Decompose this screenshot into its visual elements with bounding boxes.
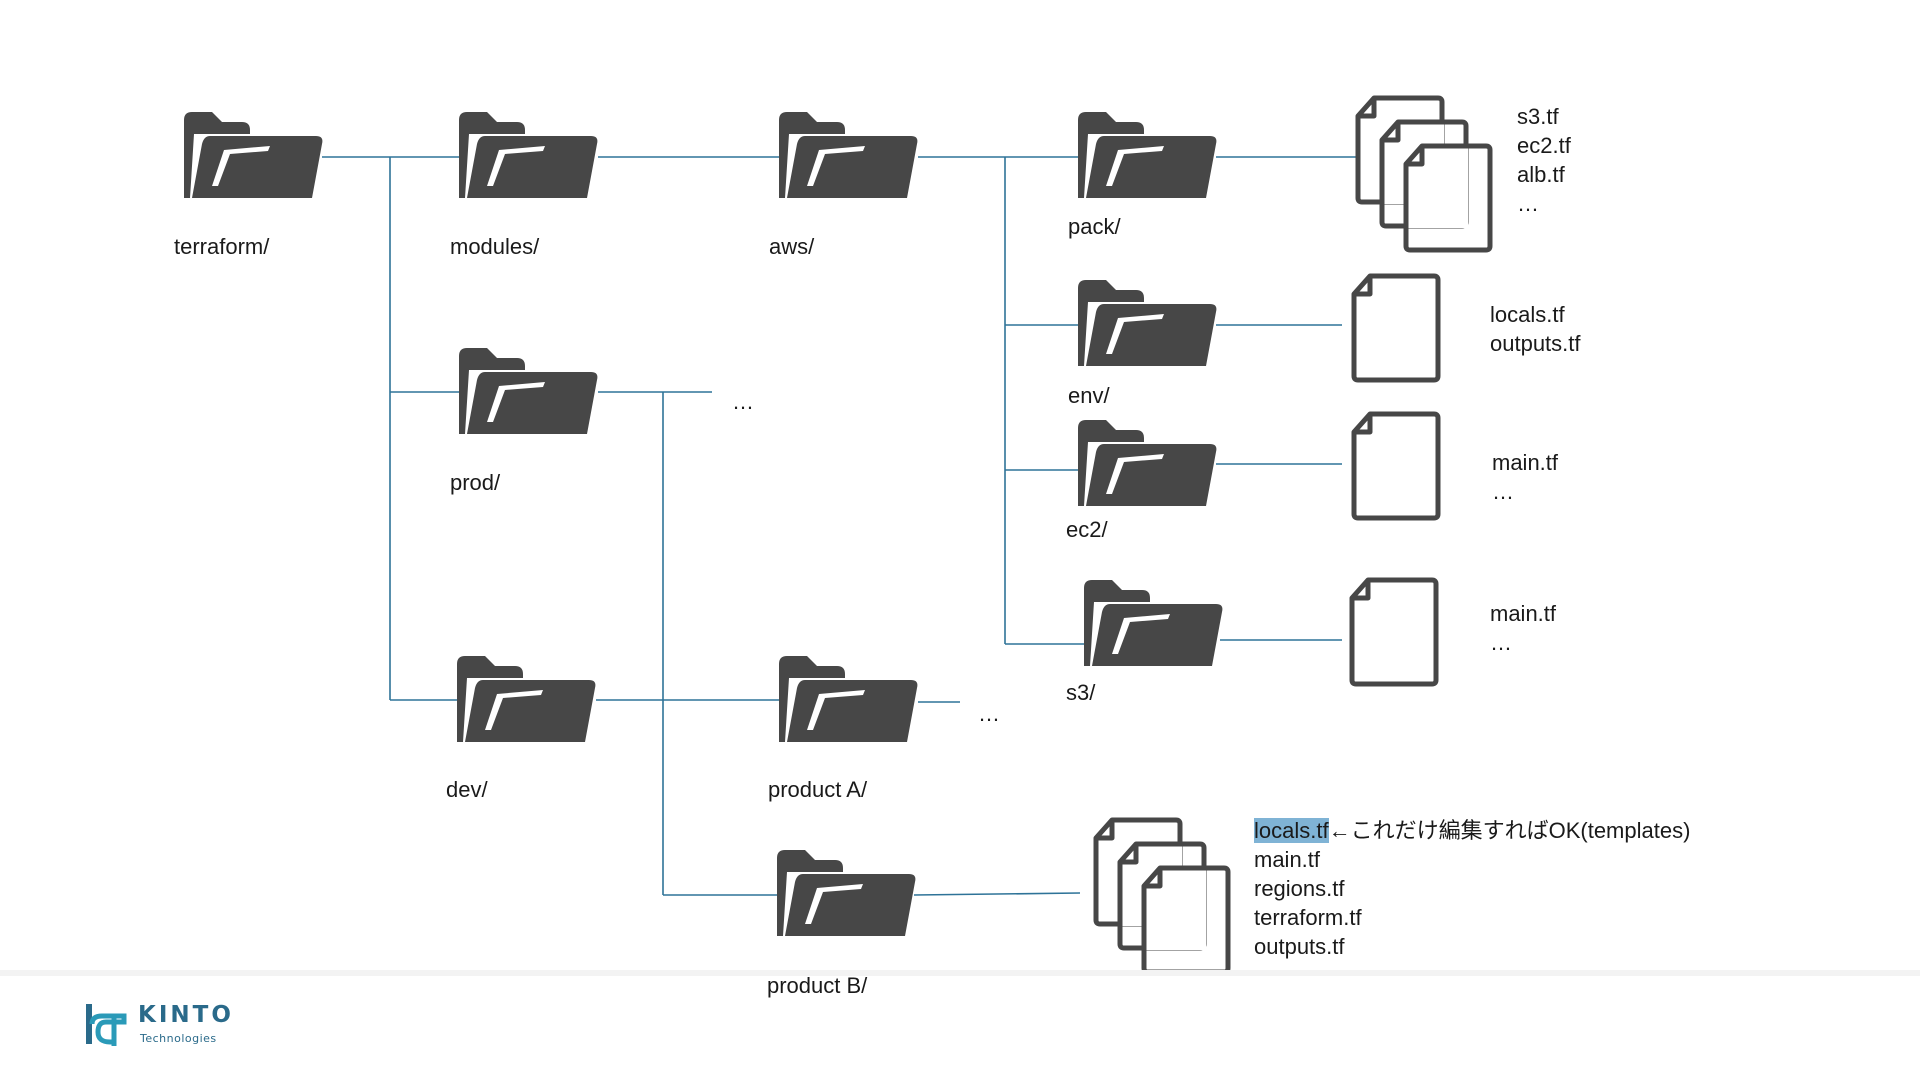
file-name: regions.tf bbox=[1254, 876, 1345, 901]
file-list-product-b: locals.tf←これだけ編集すればOK(templates) main.tf… bbox=[1254, 816, 1690, 961]
folder-label-pack: pack/ bbox=[1068, 214, 1121, 239]
folder-label-ec2: ec2/ bbox=[1066, 517, 1108, 542]
highlighted-file-name: locals.tf bbox=[1254, 818, 1329, 843]
folder-label-s3: s3/ bbox=[1066, 680, 1096, 705]
file-name: alb.tf bbox=[1517, 162, 1565, 187]
folder-icon-modules bbox=[459, 112, 598, 198]
logo-subtitle: Technologies bbox=[140, 1032, 217, 1045]
folder-icon-product-b bbox=[777, 850, 916, 936]
footer-divider bbox=[0, 970, 1920, 976]
file-icon-env bbox=[1354, 276, 1438, 380]
file-name: outputs.tf bbox=[1490, 331, 1581, 356]
folder-label-dev: dev/ bbox=[446, 777, 488, 802]
file-name: main.tf bbox=[1254, 847, 1321, 872]
logo-wordmark: KINTO bbox=[138, 1002, 234, 1028]
file-name: … bbox=[1492, 479, 1514, 504]
file-name: locals.tf bbox=[1490, 302, 1565, 327]
folder-label-env: env/ bbox=[1068, 383, 1110, 408]
file-name: … bbox=[1517, 191, 1539, 216]
file-name: … bbox=[1490, 630, 1512, 655]
folder-label-terraform: terraform/ bbox=[174, 234, 270, 259]
folder-label-modules: modules/ bbox=[450, 234, 540, 259]
file-name: outputs.tf bbox=[1254, 934, 1345, 959]
folder-icon-prod bbox=[459, 348, 598, 434]
folder-icon-s3 bbox=[1084, 580, 1223, 666]
folder-icon-aws bbox=[779, 112, 918, 198]
file-stack-icon-pack bbox=[1358, 98, 1490, 250]
file-list-env: locals.tf outputs.tf bbox=[1490, 300, 1581, 358]
folder-icon-dev bbox=[457, 656, 596, 742]
file-list-ec2: main.tf … bbox=[1492, 448, 1558, 506]
folder-label-prod: prod/ bbox=[450, 470, 501, 495]
ellipsis-product-a: … bbox=[978, 701, 1000, 726]
folder-icon-pack bbox=[1078, 112, 1217, 198]
kinto-logo-mark-icon bbox=[86, 1004, 127, 1046]
file-name: s3.tf bbox=[1517, 104, 1559, 129]
folder-label-product-a: product A/ bbox=[768, 777, 868, 802]
file-icon-ec2 bbox=[1354, 414, 1438, 518]
file-list-s3: main.tf … bbox=[1490, 599, 1556, 657]
ellipsis-prod: … bbox=[732, 389, 754, 414]
file-stack-icon-product-b bbox=[1096, 820, 1228, 972]
folder-icon-terraform bbox=[184, 112, 323, 198]
folder-label-aws: aws/ bbox=[769, 234, 815, 259]
file-name: main.tf bbox=[1492, 450, 1559, 475]
edit-note: ←これだけ編集すればOK(templates) bbox=[1328, 818, 1691, 843]
file-list-pack: s3.tf ec2.tf alb.tf … bbox=[1517, 102, 1571, 218]
file-row-highlighted: locals.tf←これだけ編集すればOK(templates) bbox=[1254, 816, 1690, 845]
folder-icon-env bbox=[1078, 280, 1217, 366]
file-icon-s3 bbox=[1352, 580, 1436, 684]
file-name: ec2.tf bbox=[1517, 133, 1571, 158]
kinto-logo: KINTO Technologies bbox=[84, 1002, 284, 1052]
folder-icon-ec2 bbox=[1078, 420, 1217, 506]
folder-icon-product-a bbox=[779, 656, 918, 742]
file-name: main.tf bbox=[1490, 601, 1557, 626]
folder-label-product-b: product B/ bbox=[767, 973, 868, 998]
connector-lines bbox=[322, 156, 1358, 896]
file-name: terraform.tf bbox=[1254, 905, 1362, 930]
